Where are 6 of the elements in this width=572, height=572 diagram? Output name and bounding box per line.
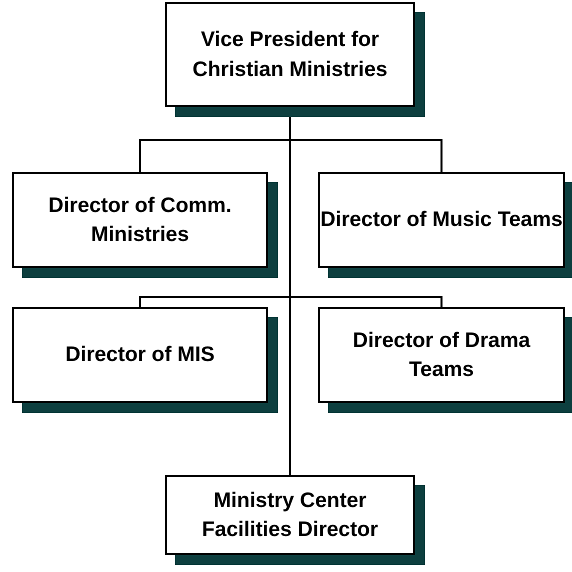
position-title: Director of MIS xyxy=(65,342,215,368)
position-title: Director of Music Teams xyxy=(320,207,563,234)
position-title: Vice President for Christian Ministries xyxy=(192,27,388,82)
position-title: Director of Comm. Ministries xyxy=(47,192,233,248)
position-title: Ministry Center Facilities Director xyxy=(200,488,380,543)
position-title: Director of Drama Teams xyxy=(352,328,532,383)
